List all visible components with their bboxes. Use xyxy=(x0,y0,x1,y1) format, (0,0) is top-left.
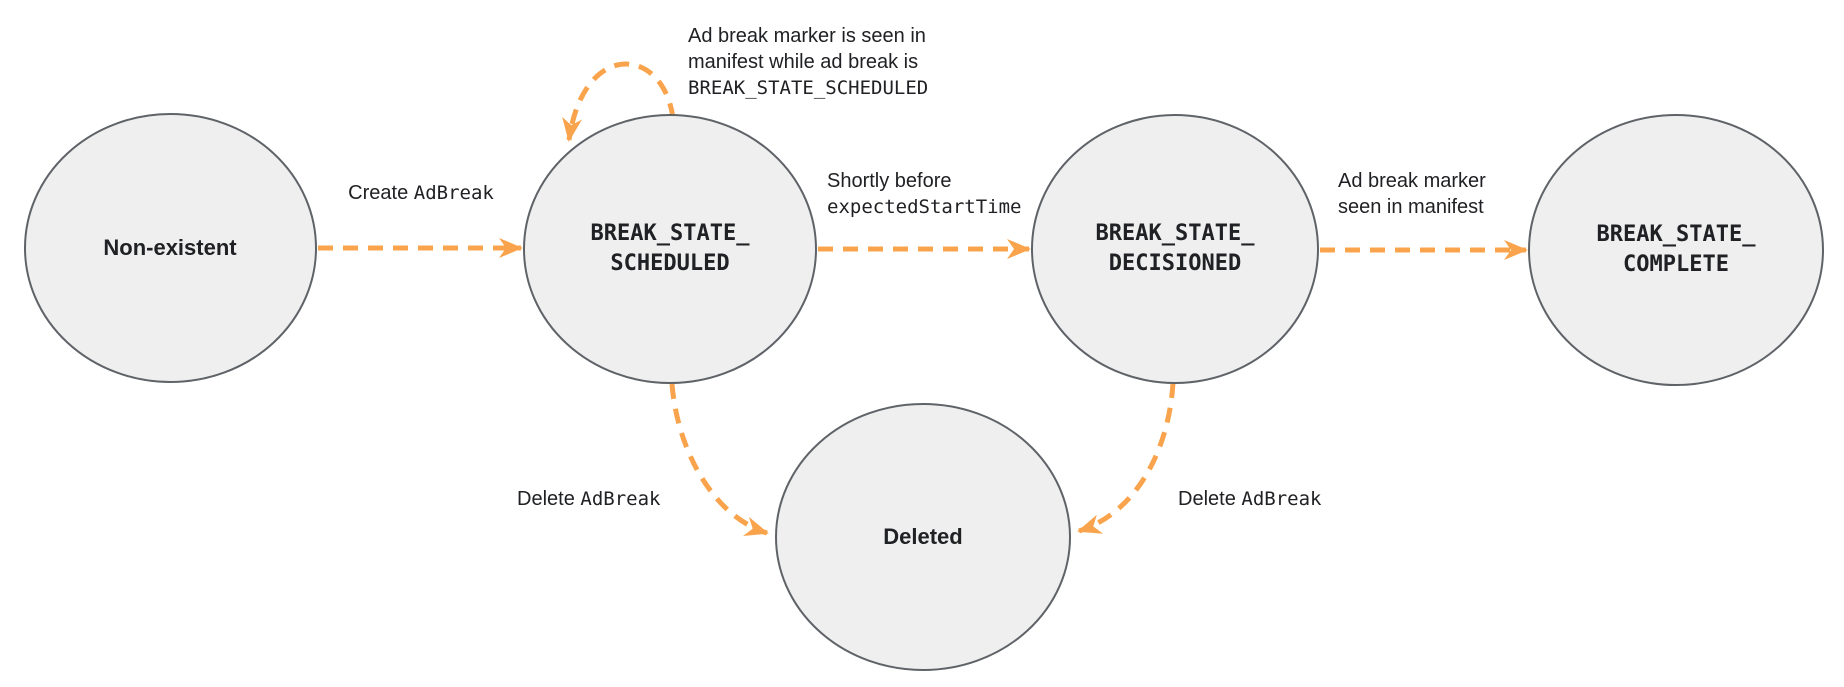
state-label-decisioned-line1: BREAK_STATE_ xyxy=(1095,221,1255,246)
edge-label-shortly-text: Shortly before xyxy=(827,170,952,192)
edge-label-shortly-code: expectedStartTime xyxy=(827,196,1022,218)
state-label-complete: BREAK_STATE_ COMPLETE xyxy=(1597,220,1756,280)
state-node-non-existent xyxy=(24,113,317,383)
edge-label-marker-seen: Ad break marker seen in manifest xyxy=(1338,168,1486,220)
state-label-complete-line1: BREAK_STATE_ xyxy=(1596,222,1756,247)
edge-label-delete-left-text: Delete xyxy=(517,488,581,510)
state-label-scheduled-line1: BREAK_STATE_ xyxy=(590,221,750,246)
edge-label-delete-right: Delete AdBreak xyxy=(1178,486,1321,512)
edge-selfloop-arrow xyxy=(562,61,676,142)
edge-label-delete-right-text: Delete xyxy=(1178,488,1242,510)
state-label-deleted: Deleted xyxy=(883,524,963,549)
edge-label-selfloop-code: BREAK_STATE_SCHEDULED xyxy=(688,77,929,99)
state-label-non-existent: Non-existent xyxy=(103,235,237,260)
state-label-scheduled-line2: SCHEDULED xyxy=(610,251,730,276)
state-label-decisioned-line2: DECISIONED xyxy=(1108,251,1242,276)
edge-label-create-text: Create xyxy=(348,182,414,204)
edge-label-marker-seen-line1: Ad break marker xyxy=(1338,170,1486,192)
state-label-scheduled: BREAK_STATE_ SCHEDULED xyxy=(591,219,750,279)
edge-label-delete-right-code: AdBreak xyxy=(1241,488,1322,510)
state-node-complete xyxy=(1528,114,1824,386)
edge-delete-left-arrow xyxy=(669,383,769,537)
edge-label-delete-left: Delete AdBreak xyxy=(517,486,660,512)
state-node-decisioned xyxy=(1031,114,1319,384)
edge-label-create-code: AdBreak xyxy=(413,182,494,204)
edge-delete-right-arrow xyxy=(1077,382,1176,534)
edge-label-selfloop-line1: Ad break marker is seen in xyxy=(688,25,926,47)
edge-label-selfloop: Ad break marker is seen in manifest whil… xyxy=(688,23,928,101)
edge-label-delete-left-code: AdBreak xyxy=(580,488,661,510)
edge-label-create-adbreak: Create AdBreak xyxy=(348,180,494,206)
state-label-decisioned: BREAK_STATE_ DECISIONED xyxy=(1096,219,1255,279)
state-node-deleted xyxy=(775,403,1071,671)
state-node-scheduled xyxy=(523,114,817,384)
edge-label-shortly-before: Shortly before expectedStartTime xyxy=(827,168,1021,220)
edge-label-marker-seen-line2: seen in manifest xyxy=(1338,196,1484,218)
state-label-complete-line2: COMPLETE xyxy=(1623,252,1729,277)
edge-label-selfloop-line2: manifest while ad break is xyxy=(688,51,919,73)
